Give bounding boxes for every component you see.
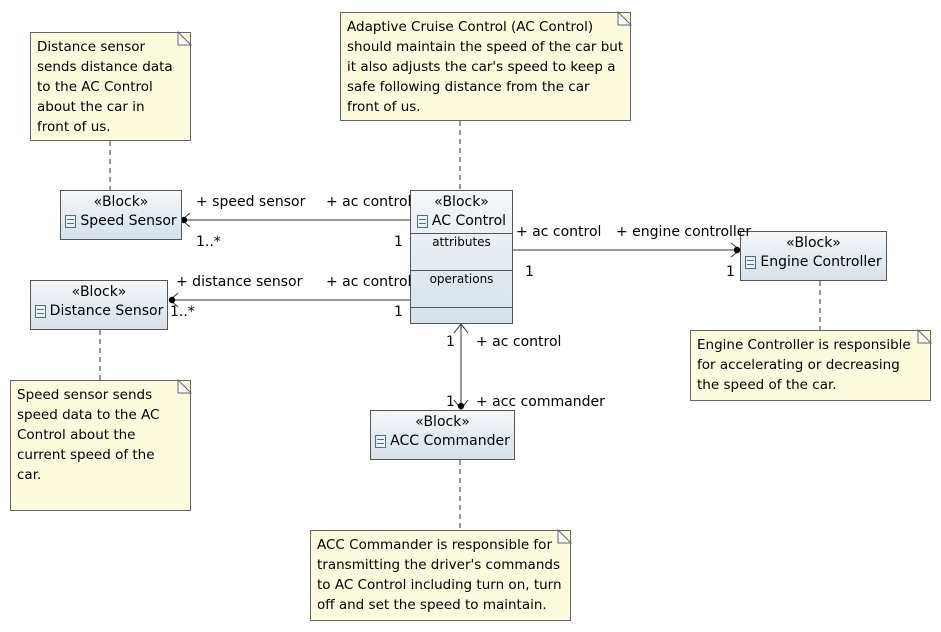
block-icon — [375, 434, 387, 448]
block-name: Speed Sensor — [80, 213, 177, 229]
fold-icon — [177, 30, 193, 46]
mult-ac-control-speed: 1 — [394, 234, 403, 250]
block-ac-control[interactable]: «Block» AC Control attributes operations — [410, 190, 513, 324]
block-engine-controller[interactable]: «Block» Engine Controller — [740, 231, 887, 281]
mult-engine-controller: 1 — [726, 264, 735, 280]
role-engine-controller: + engine controller — [616, 224, 752, 240]
ownership-dot-engine — [733, 246, 741, 254]
mult-acc-commander: 1 — [446, 394, 455, 410]
block-name: Distance Sensor — [49, 303, 164, 319]
stereotype-label: «Block» — [415, 414, 470, 430]
ownership-dot-distance — [168, 296, 176, 304]
block-name: AC Control — [431, 213, 507, 229]
role-acc-commander: + acc commander — [476, 394, 605, 410]
note-acc-commander[interactable]: ACC Commander is responsible for transmi… — [310, 530, 571, 621]
stereotype-label: «Block» — [434, 194, 489, 210]
empty-compartment — [411, 307, 512, 320]
mult-speed-sensor: 1..* — [196, 234, 221, 250]
ownership-dot-commander — [457, 402, 465, 410]
mult-ac-control-distance: 1 — [394, 304, 403, 320]
role-ac-control-commander: + ac control — [476, 334, 562, 350]
note-engine-controller[interactable]: Engine Controller is responsible for acc… — [690, 330, 931, 401]
note-distance-sensor[interactable]: Distance sensor sends distance data to t… — [30, 32, 191, 141]
role-distance-sensor: + distance sensor — [176, 274, 303, 290]
fold-icon — [617, 10, 633, 26]
block-icon — [65, 214, 77, 228]
block-speed-sensor[interactable]: «Block» Speed Sensor — [60, 190, 182, 240]
stereotype-label: «Block» — [93, 194, 149, 210]
operations-compartment[interactable]: operations — [411, 270, 512, 307]
role-ac-control-distance: + ac control — [326, 274, 412, 290]
fold-icon — [557, 528, 573, 544]
note-speed-sensor[interactable]: Speed sensor sends speed data to the AC … — [10, 380, 191, 511]
mult-ac-control-engine: 1 — [525, 264, 534, 280]
ownership-dot-speed — [180, 216, 188, 224]
block-icon — [745, 255, 757, 269]
arrowhead-ac-up — [453, 323, 469, 334]
block-name: Engine Controller — [760, 254, 882, 270]
note-adaptive-cruise-control[interactable]: Adaptive Cruise Control (AC Control) sho… — [340, 12, 631, 121]
attributes-compartment[interactable]: attributes — [411, 233, 512, 270]
block-acc-commander[interactable]: «Block» ACC Commander — [370, 410, 515, 460]
fold-icon — [917, 328, 933, 344]
block-distance-sensor[interactable]: «Block» Distance Sensor — [30, 280, 168, 330]
stereotype-label: «Block» — [71, 284, 127, 300]
block-icon — [34, 304, 46, 318]
compartment-label: attributes — [432, 235, 491, 249]
role-speed-sensor: + speed sensor — [196, 194, 306, 210]
block-name: ACC Commander — [390, 433, 510, 449]
block-icon — [416, 214, 428, 228]
mult-distance-sensor: 1..* — [170, 304, 195, 320]
role-ac-control-speed: + ac control — [326, 194, 412, 210]
stereotype-label: «Block» — [786, 235, 841, 251]
compartment-label: operations — [429, 272, 494, 286]
role-ac-control-engine: + ac control — [516, 224, 602, 240]
mult-ac-control-commander: 1 — [446, 334, 455, 350]
fold-icon — [177, 378, 193, 394]
